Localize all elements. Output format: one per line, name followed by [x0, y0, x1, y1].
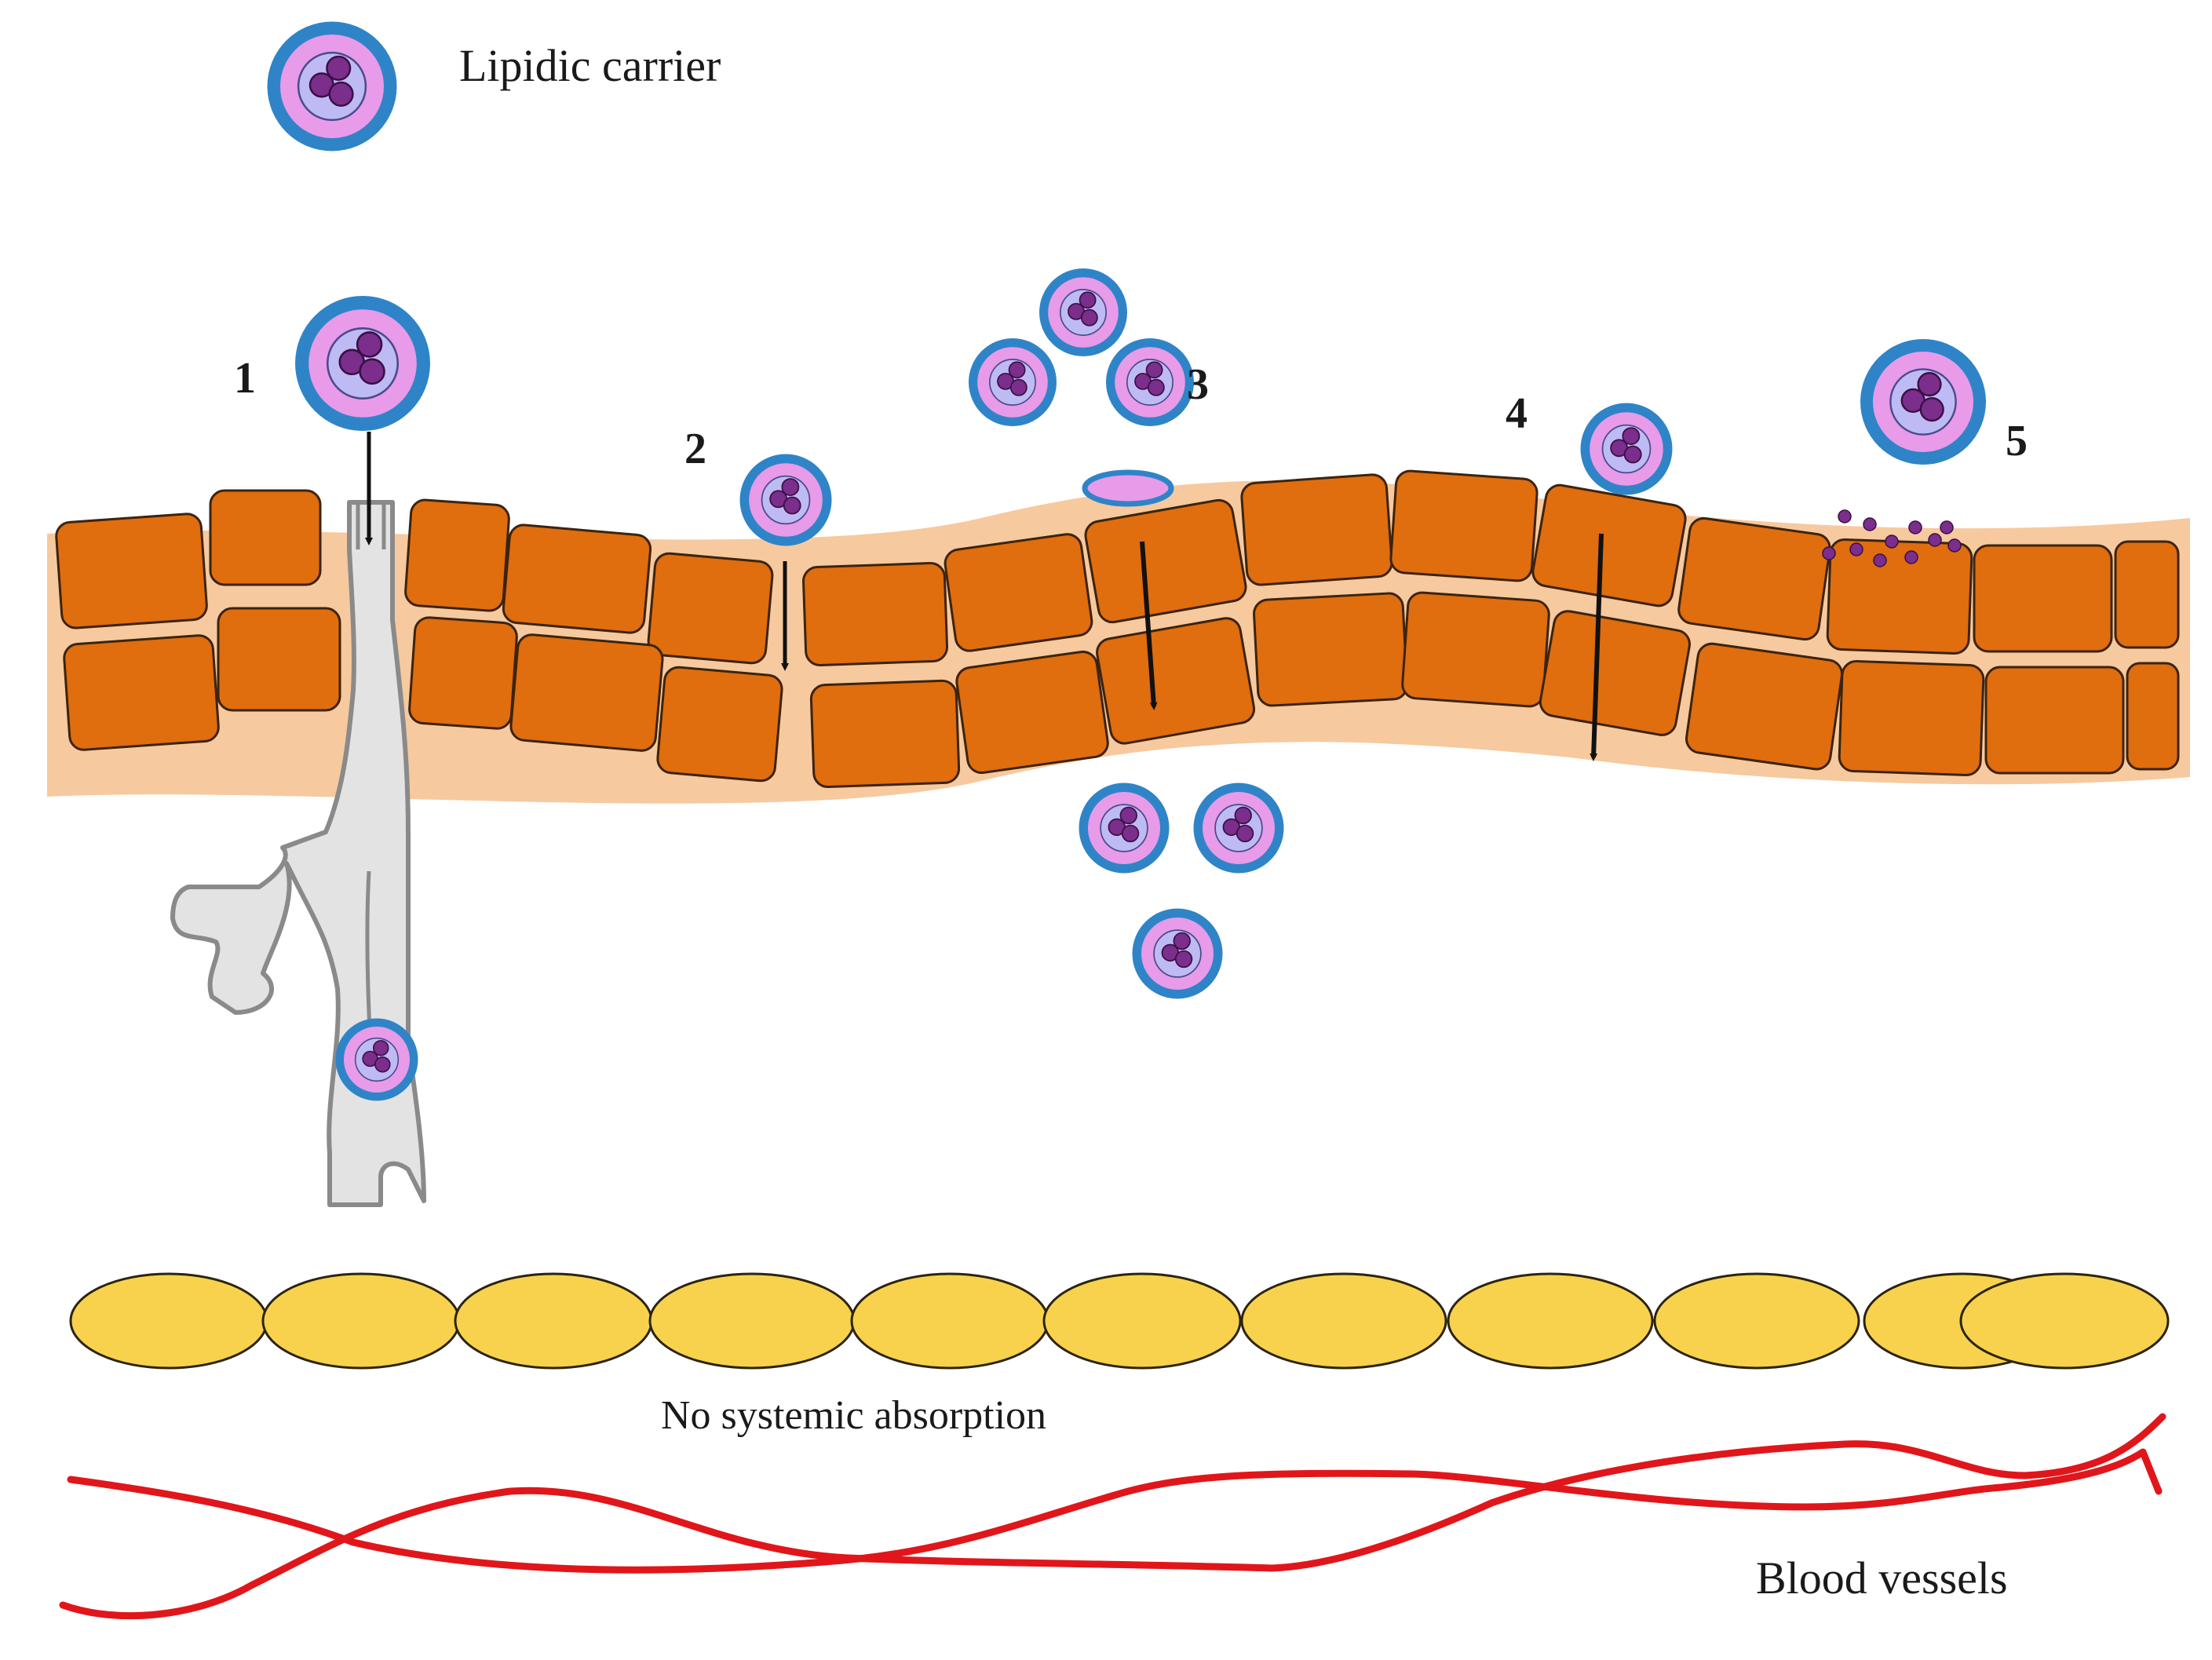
fused-carrier-membrane: [1082, 469, 1174, 507]
pathway-1: [294, 294, 432, 545]
dermal-cell: [1959, 1272, 2170, 1370]
lipidic-carrier: [968, 337, 1057, 427]
dermal-cell: [261, 1272, 461, 1370]
corneocyte: [802, 562, 949, 666]
lipidic-carrier: [1859, 337, 1988, 466]
corneocyte-row-lower: [63, 591, 2180, 789]
corneocyte: [55, 513, 208, 629]
hair-follicle: [170, 500, 426, 1207]
pathway-number: 2: [684, 425, 706, 473]
dermal-cell: [1240, 1272, 1447, 1370]
dermal-cell-layer: [69, 1272, 2170, 1370]
corneocyte: [509, 633, 664, 752]
corneocyte: [502, 524, 652, 634]
corneocyte-row-upper: [55, 469, 2180, 666]
lipidic-carrier: [334, 1017, 419, 1102]
blood-vessel: [59, 1413, 2166, 1620]
corneocyte: [1677, 516, 1831, 641]
pathway-number: 3: [1187, 360, 1209, 409]
lipidic-carrier: [1078, 782, 1170, 874]
lipidic-carrier: [1131, 907, 1224, 1000]
corneocyte: [955, 650, 1109, 775]
lipidic-carrier-icon: [266, 20, 398, 152]
lipidic-carrier: [294, 294, 432, 432]
no-systemic-absorption-label: No systemic absorption: [661, 1393, 1046, 1438]
transcellular-arrow: [1140, 541, 1158, 710]
transcellular-arrow: [1590, 533, 1604, 761]
released-drug-particles: [1822, 509, 1962, 567]
pathway-number: 4: [1506, 389, 1528, 438]
dermal-cell: [648, 1272, 856, 1370]
corneocyte: [1838, 660, 1985, 776]
corneocyte: [1539, 610, 1691, 736]
corneocyte: [1240, 473, 1393, 586]
blood-vessel: [67, 1448, 2163, 1574]
dermal-cell: [454, 1272, 653, 1370]
corneocyte: [2114, 540, 2180, 649]
pathway-number: 1: [234, 354, 256, 403]
dermal-cell: [1447, 1272, 1654, 1370]
pathway-numbers: 1 2 3 4 5: [234, 354, 2028, 473]
dermal-cell: [850, 1272, 1049, 1370]
corneocyte: [1401, 591, 1550, 708]
stratum-corneum: [47, 469, 2190, 804]
corneocyte: [1084, 498, 1247, 624]
corneocyte: [1685, 642, 1844, 771]
lipidic-carrier: [1038, 268, 1128, 357]
corneocyte: [944, 533, 1093, 652]
blood-vessels: [59, 1413, 2166, 1620]
pathway-3: [968, 268, 1285, 1000]
lipidic-carrier: [1579, 402, 1674, 496]
corneocyte: [209, 489, 322, 586]
corneocyte: [217, 607, 341, 712]
pathway-2: [739, 453, 833, 671]
legend-label: Lipidic carrier: [459, 40, 721, 91]
pathway-4: [1579, 402, 1674, 761]
corneocyte: [1389, 469, 1539, 582]
lipidic-carrier: [739, 453, 833, 547]
corneocyte: [809, 679, 961, 789]
pathway-number: 5: [2006, 417, 2028, 465]
legend: Lipidic carrier: [266, 20, 721, 152]
corneocyte: [1973, 544, 2113, 653]
lipidic-carrier: [1105, 337, 1195, 427]
corneocyte: [1826, 538, 1973, 655]
dermal-cell: [69, 1272, 268, 1370]
corneocyte: [1096, 617, 1256, 745]
corneocyte: [404, 498, 510, 612]
dermal-cell: [1653, 1272, 1860, 1370]
corneocyte: [647, 552, 774, 665]
corneocyte: [656, 666, 783, 783]
corneocyte: [1253, 592, 1409, 707]
dermal-cell: [1042, 1272, 1242, 1370]
corneocyte: [2126, 662, 2180, 771]
pathway-5: [1822, 337, 1988, 567]
blood-vessels-label: Blood vessels: [1756, 1552, 2008, 1603]
corneocyte: [63, 634, 220, 751]
lipidic-carrier: [1192, 782, 1285, 874]
corneocyte: [408, 616, 518, 730]
corneocyte: [1984, 666, 2125, 775]
